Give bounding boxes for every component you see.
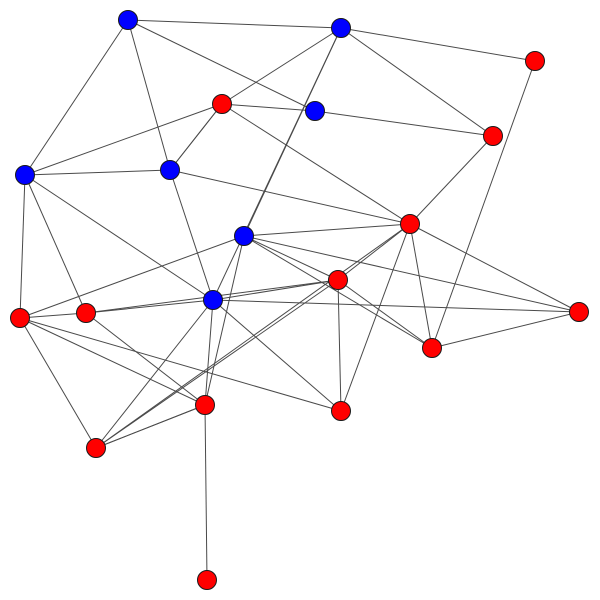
graph-edge-b4-b7 (24, 174, 214, 301)
node-layer (10, 10, 589, 590)
graph-edge-b7-r12 (204, 299, 214, 406)
graph-node-red-r9 (422, 338, 442, 358)
graph-edge-b2-r1 (221, 27, 342, 105)
graph-node-red-r3 (483, 126, 503, 146)
graph-edge-r5-r6 (19, 312, 87, 319)
graph-edge-r6-b7 (85, 299, 214, 314)
graph-edge-b1-b4 (24, 19, 129, 176)
graph-edge-b6-r5 (19, 235, 245, 319)
graph-edge-r3-r4 (409, 135, 494, 225)
graph-edge-r4-r9 (409, 223, 433, 349)
graph-node-blue-b6 (234, 226, 254, 246)
graph-node-red-r6 (76, 303, 96, 323)
graph-edge-r9-r2 (431, 60, 536, 349)
graph-edge-b4-b5 (24, 169, 171, 176)
graph-edge-b7-r10 (212, 299, 580, 313)
graph-edge-b1-b3 (127, 19, 316, 112)
graph-edge-b5-b7 (169, 169, 214, 301)
graph-edge-r8-r11 (337, 279, 342, 412)
graph-edge-r4-r10 (409, 223, 580, 313)
graph-edge-b1-b5 (127, 19, 171, 171)
graph-node-red-r5 (10, 308, 30, 328)
graph-edge-b6-r12 (204, 235, 245, 406)
graph-node-blue-b2 (331, 18, 351, 38)
graph-edge-r8-r13 (95, 279, 339, 449)
graph-node-red-r2 (525, 51, 545, 71)
graph-edge-r4-b6 (243, 223, 411, 237)
graph-edge-b7-r8 (212, 279, 339, 301)
graph-edge-r1-b5 (169, 103, 223, 171)
graph-edge-b5-r4 (169, 169, 411, 225)
graph-edge-b4-r6 (24, 174, 87, 314)
graph-edge-r5-r14 (19, 317, 97, 449)
graph-edge-b3-r1 (221, 103, 316, 112)
graph-edge-r9-r10 (431, 311, 580, 349)
graph-node-red-r11 (331, 401, 351, 421)
graph-edge-b1-b2 (127, 19, 342, 29)
graph-node-red-r8 (328, 270, 348, 290)
graph-edge-b2-r2 (340, 27, 536, 62)
graph-edge-r5-r12 (19, 317, 206, 406)
graph-node-red-r15 (197, 570, 217, 590)
graph-node-red-r12 (195, 395, 215, 415)
graph-edge-b3-r3 (314, 110, 494, 137)
graph-edge-r12-r14 (95, 404, 206, 449)
graph-edge-r5-r11 (19, 317, 342, 412)
graph-edge-b7-r11 (212, 299, 342, 412)
graph-edge-r4-r8 (337, 223, 411, 281)
graph-edge-r4-r11 (340, 223, 411, 412)
graph-edge-r8-r9 (337, 279, 433, 349)
graph-node-red-r1 (212, 94, 232, 114)
graph-node-blue-b4 (15, 165, 35, 185)
edge-layer (19, 19, 580, 581)
graph-node-blue-b7 (203, 290, 223, 310)
graph-node-blue-b3 (305, 101, 325, 121)
graph-edge-r12-r15 (204, 404, 208, 581)
graph-node-blue-b5 (160, 160, 180, 180)
graph-edge-b2-b7 (212, 27, 342, 301)
graph-edge-r1-r4 (221, 103, 411, 225)
graph-node-blue-b1 (118, 10, 138, 30)
graph-node-red-r13 (86, 438, 106, 458)
graph-edge-b4-r5 (19, 174, 26, 319)
graph-edge-b6-r10 (243, 235, 580, 313)
graph-edge-r6-r12 (85, 312, 206, 406)
graph-edge-b2-r3 (340, 27, 494, 137)
graph-node-red-r10 (569, 302, 589, 322)
graph-node-red-r4 (400, 214, 420, 234)
graph-edge-b6-r8 (243, 235, 339, 281)
graph-edge-b7-r13 (95, 299, 214, 449)
graph-edge-b4-r1 (24, 103, 223, 176)
